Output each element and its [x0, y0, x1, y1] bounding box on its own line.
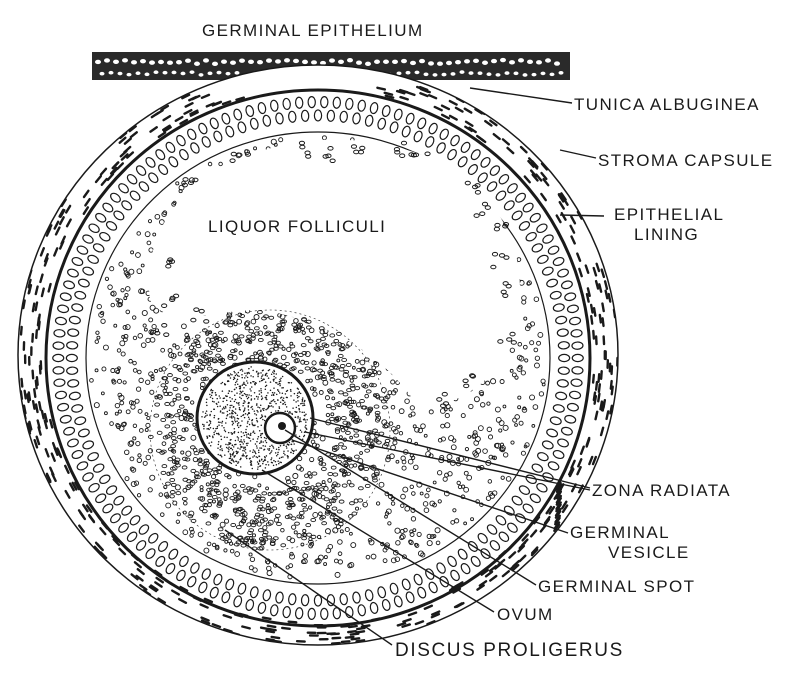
discus-proligerus — [149, 309, 391, 551]
leader-zona-radiata-b — [304, 431, 591, 491]
label-stroma-capsule: STROMA CAPSULE — [598, 151, 773, 170]
label-tunica-albuginea: TUNICA ALBUGINEA — [574, 95, 760, 114]
liquor-folliculi-cavity — [148, 139, 520, 410]
leader-lines — [224, 87, 605, 646]
label-germinal-spot: GERMINAL SPOT — [538, 577, 695, 596]
leader-tunica-albuginea — [469, 87, 573, 104]
leader-zona-radiata-a — [309, 417, 591, 489]
leader-discus-proligerus — [224, 529, 393, 646]
ovum-cytoplasm — [201, 366, 308, 470]
leader-germinal-vesicle — [291, 439, 569, 534]
epithelial-lining-cells — [52, 96, 584, 620]
epithelial-lining-inner-edge — [85, 131, 551, 585]
liquor-folliculi-scattered-cells — [149, 140, 517, 409]
zona-radiata — [195, 360, 315, 476]
germinal-epithelium-texture — [95, 57, 564, 77]
label-discus-proligerus: DISCUS PROLIGERUS — [395, 640, 624, 661]
leader-epithelial-lining — [559, 214, 605, 217]
leader-ovum — [261, 469, 495, 613]
label-ovum: OVUM — [497, 605, 554, 624]
label-vesicle: VESICLE — [608, 543, 690, 562]
label-germinal: GERMINAL — [570, 523, 670, 542]
label-liquor-folliculi: LIQUOR FOLLICULI — [208, 217, 386, 236]
label-lining: LINING — [634, 225, 699, 244]
tunica-albuginea-layer — [44, 88, 592, 628]
leader-stroma-capsule — [559, 149, 597, 159]
label-epithelial: EPITHELIAL — [614, 205, 724, 224]
label-germinal-epithelium: GERMINAL EPITHELIUM — [202, 21, 424, 40]
germinal-spot — [278, 422, 286, 430]
leader-germinal-spot — [284, 429, 537, 586]
label-zona-radiata: ZONA RADIATA — [592, 481, 731, 500]
